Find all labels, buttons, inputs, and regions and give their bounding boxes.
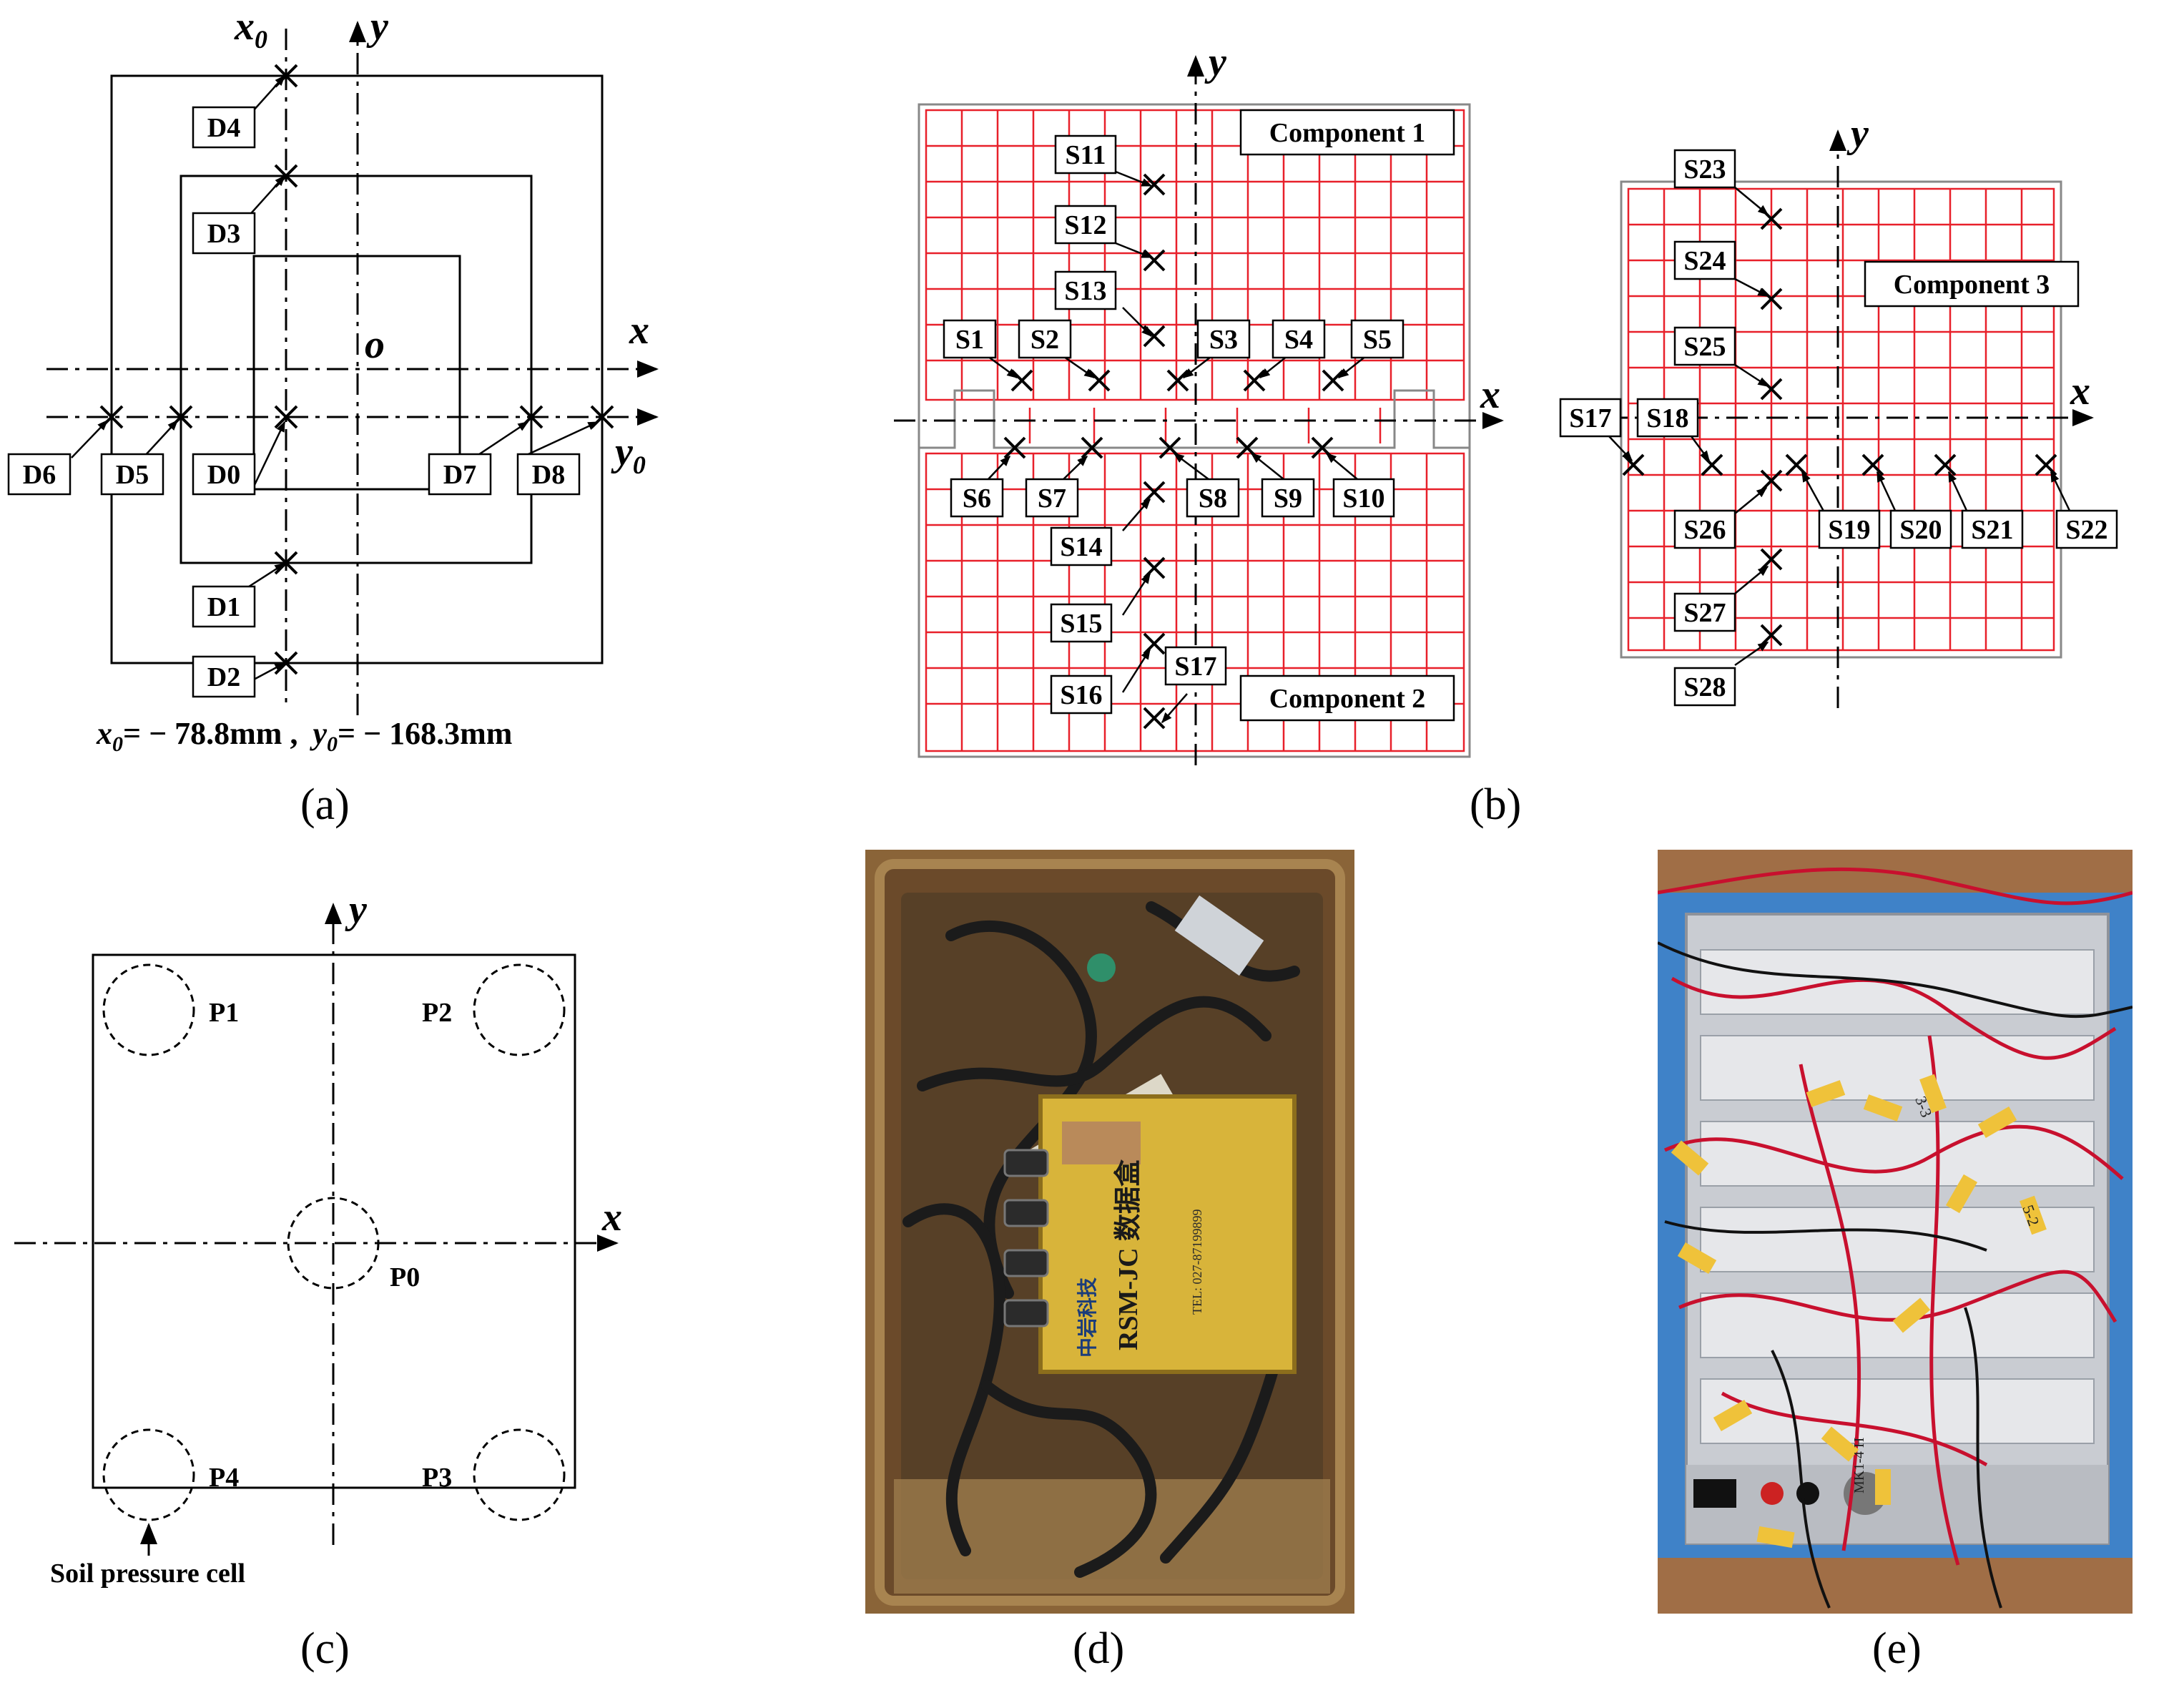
label-D3: D3	[207, 219, 240, 249]
panel-b-diagram: y x Component 1 Component 2	[894, 40, 2118, 765]
brand-text: 中岩科技	[1076, 1277, 1099, 1358]
label-D1: D1	[207, 592, 240, 622]
label-S17b: S17	[1569, 403, 1611, 433]
origin-label: o	[365, 323, 385, 367]
label-S22: S22	[2065, 515, 2107, 545]
b-axis-x: x	[1480, 373, 1500, 417]
label-D4: D4	[207, 113, 240, 143]
caption-e: (e)	[1872, 1624, 1922, 1673]
b-labels-left: S11 S12 S13 S1 S2 S3 S4 S5 S6 S7 S8 S9 S…	[943, 134, 1405, 715]
label-S20: S20	[1899, 515, 1942, 545]
label-S7: S7	[1038, 484, 1066, 514]
soil-pressure-cell-label: Soil pressure cell	[50, 1559, 245, 1588]
tag-mk1-4h: MK1-4 H	[1851, 1438, 1867, 1493]
axis-y0-label: y0	[611, 430, 646, 479]
axis-x-label: x	[629, 308, 649, 353]
label-S3: S3	[1209, 325, 1238, 355]
label-D7: D7	[443, 460, 476, 490]
label-S14: S14	[1060, 532, 1102, 562]
label-S19: S19	[1828, 515, 1870, 545]
label-S16: S16	[1060, 680, 1102, 710]
panel-a-note: x0= − 78.8mm , y0= − 168.3mm	[96, 716, 512, 756]
label-S11: S11	[1065, 140, 1106, 170]
axis-y-label: y	[366, 4, 389, 49]
label-S6: S6	[963, 484, 991, 514]
label-P4: P4	[209, 1463, 239, 1493]
label-P2: P2	[422, 998, 452, 1028]
label-S18: S18	[1646, 403, 1688, 433]
b-axis-y: y	[1204, 40, 1227, 84]
panel-a-diagram: x0 y x y0 o D4 D3 D6 D5 D0	[7, 4, 659, 756]
b-crosses-left	[1003, 173, 1344, 730]
component-3-label: Component 3	[1894, 270, 2050, 300]
label-S17a: S17	[1174, 652, 1216, 682]
label-S13: S13	[1064, 276, 1106, 306]
caption-a: (a)	[300, 780, 350, 829]
caption-b: (b)	[1470, 780, 1522, 829]
label-S10: S10	[1342, 484, 1384, 514]
label-D0: D0	[207, 460, 240, 490]
component-1-label: Component 1	[1269, 118, 1426, 148]
label-P1: P1	[209, 998, 239, 1028]
label-S25: S25	[1683, 332, 1726, 362]
label-P3: P3	[422, 1463, 452, 1493]
panel-a-labels: D4 D3 D6 D5 D0 D7 D8 D1 D2	[7, 106, 581, 698]
label-S9: S9	[1274, 484, 1302, 514]
label-S1: S1	[955, 325, 984, 355]
caption-d: (d)	[1073, 1624, 1125, 1673]
label-S12: S12	[1064, 210, 1106, 240]
label-S15: S15	[1060, 609, 1102, 639]
label-S24: S24	[1683, 246, 1726, 276]
label-D8: D8	[532, 460, 565, 490]
label-S23: S23	[1683, 154, 1726, 185]
label-S2: S2	[1030, 325, 1059, 355]
label-S21: S21	[1971, 515, 2013, 545]
label-D2: D2	[207, 662, 240, 692]
label-S5: S5	[1363, 325, 1392, 355]
b-labels-right: S23 S24 S25 S17 S18 S26 S19 S20 S21 S22 …	[1559, 149, 2118, 707]
caption-c: (c)	[300, 1624, 350, 1673]
panel-d-photo: RSM-JC 数据盒 中岩科技 TEL: 027-87199899	[865, 850, 1354, 1614]
pressure-cells	[102, 963, 566, 1521]
label-P0: P0	[390, 1262, 420, 1292]
axis-x0-label: x0	[234, 4, 267, 54]
label-D5: D5	[116, 460, 149, 490]
panel-c-diagram: y x P1 P2 P0 P4 P3 Soil pressure cell	[14, 888, 622, 1588]
component-2-label: Component 2	[1269, 684, 1426, 714]
data-logger-photo: 3-3 5-2 MK1-4 H	[1658, 850, 2133, 1614]
box-text: RSM-JC 数据盒	[1113, 1159, 1143, 1350]
b3-axis-x: x	[2070, 369, 2090, 413]
tel-text: TEL: 027-87199899	[1190, 1209, 1204, 1315]
c-axis-y: y	[345, 888, 368, 932]
label-S28: S28	[1683, 672, 1726, 702]
label-S8: S8	[1199, 484, 1227, 514]
label-S4: S4	[1284, 325, 1313, 355]
label-S26: S26	[1683, 515, 1726, 545]
b3-axis-y: y	[1846, 112, 1869, 156]
panel-e-photo: 3-3 5-2 MK1-4 H	[1658, 850, 2133, 1614]
label-D6: D6	[23, 460, 56, 490]
label-S27: S27	[1683, 598, 1726, 628]
c-axis-x: x	[601, 1195, 622, 1240]
data-box-photo: RSM-JC 数据盒 中岩科技 TEL: 027-87199899	[865, 850, 1354, 1614]
rsm-data-box: RSM-JC 数据盒 中岩科技 TEL: 027-87199899	[1038, 1094, 1297, 1374]
